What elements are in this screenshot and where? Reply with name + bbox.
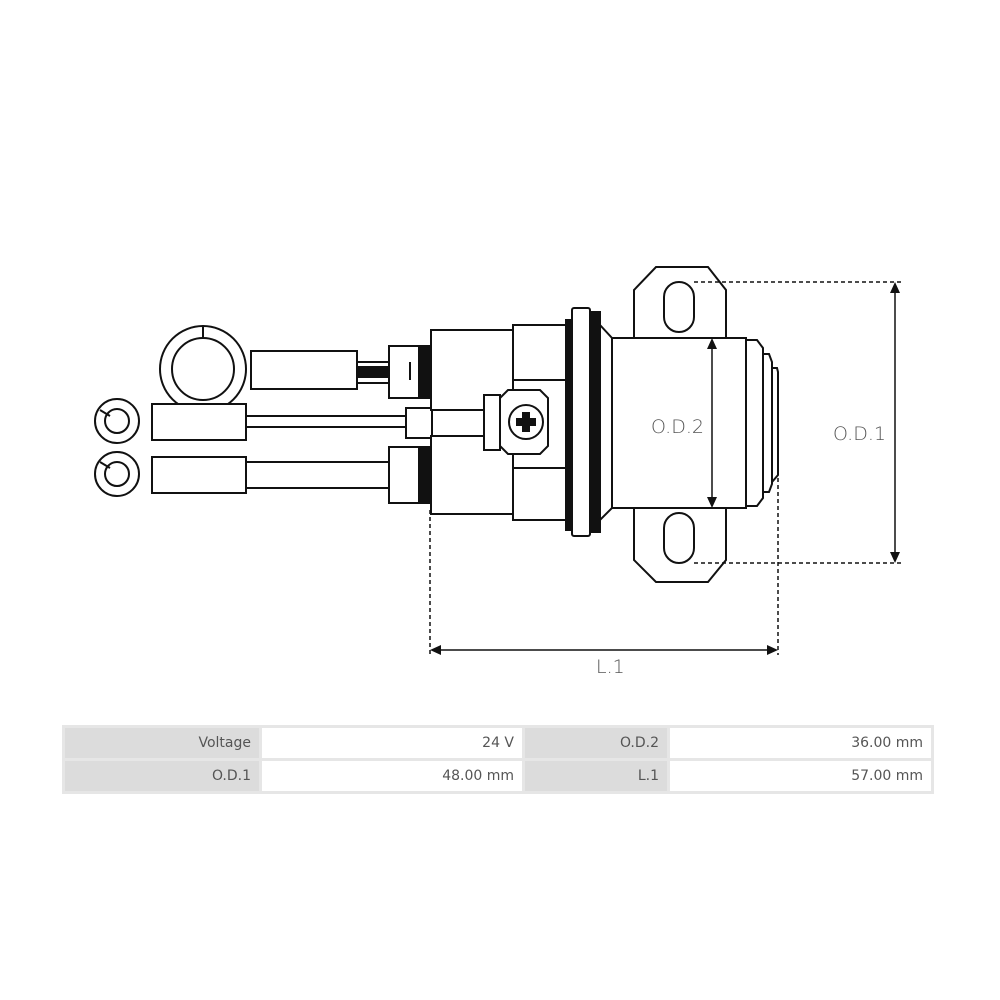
spec-value: 24 V (262, 728, 522, 758)
mounting-bracket-bottom (633, 508, 727, 583)
spec-key: Voltage (65, 728, 259, 758)
spec-value: 57.00 mm (670, 761, 931, 791)
table-row: Voltage 24 V O.D.2 36.00 mm (65, 728, 931, 758)
od2-label: O.D.2 (651, 416, 704, 438)
flange (565, 307, 613, 537)
small-ring-terminal-lower (94, 446, 432, 504)
spec-key: O.D.1 (65, 761, 259, 791)
screw-terminal (483, 389, 549, 455)
spec-value: 36.00 mm (670, 728, 931, 758)
spec-key: O.D.2 (525, 728, 667, 758)
table-row: O.D.1 48.00 mm L.1 57.00 mm (65, 761, 931, 791)
solenoid-diagram: O.D.2 O.D.1 L.1 (94, 266, 903, 678)
od1-label: O.D.1 (833, 423, 886, 445)
spec-key: L.1 (525, 761, 667, 791)
l1-label: L.1 (596, 656, 625, 678)
specs-table: Voltage 24 V O.D.2 36.00 mm O.D.1 48.00 … (62, 725, 934, 794)
small-ring-terminal-upper (94, 398, 433, 444)
spec-value: 48.00 mm (262, 761, 522, 791)
large-ring-terminal (159, 325, 432, 413)
mounting-bracket-top (633, 266, 727, 338)
